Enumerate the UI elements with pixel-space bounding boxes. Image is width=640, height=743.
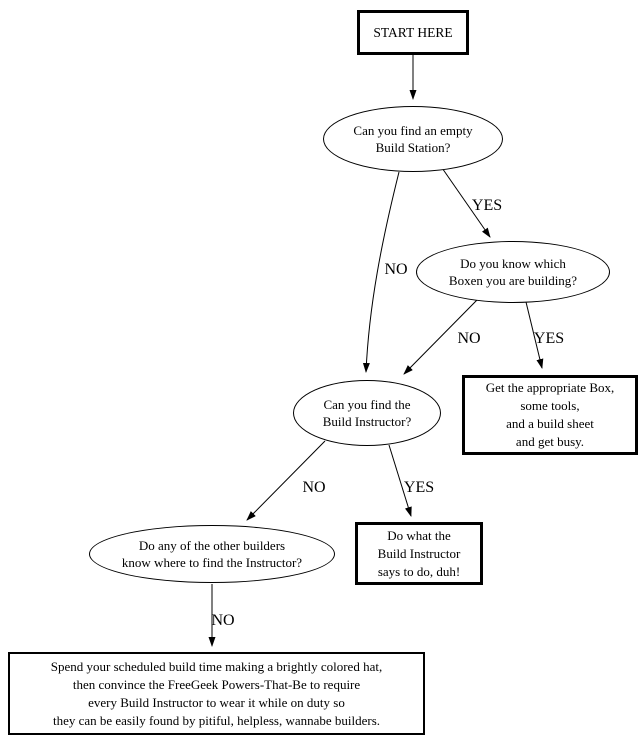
question-ask-other-builders: Do any of the other builders know where …: [89, 525, 335, 583]
question-find-instructor: Can you find the Build Instructor?: [293, 380, 441, 446]
edge-label-station-no: NO: [384, 261, 408, 278]
edge-instructor-yes-to-dowhat: [388, 444, 412, 517]
edge-station-no-to-instructor: [362, 171, 400, 373]
edge-boxen-no-to-instructor: [403, 299, 478, 375]
edge-label-builders-no: NO: [211, 612, 235, 629]
edge-label-boxen-yes: YES: [533, 330, 565, 347]
question-empty-build-station: Can you find an empty Build Station?: [323, 106, 503, 172]
action-do-what-instructor-says: Do what the Build Instructor says to do,…: [355, 522, 483, 585]
start-node: START HERE: [357, 10, 469, 55]
action-make-hat: Spend your scheduled build time making a…: [8, 652, 425, 735]
edge-label-instructor-no: NO: [302, 479, 326, 496]
action-get-box: Get the appropriate Box, some tools, and…: [462, 375, 638, 455]
edge-label-boxen-no: NO: [457, 330, 481, 347]
edge-boxen-yes-to-getbox: [525, 301, 544, 369]
edge-station-yes-to-boxen: [439, 164, 491, 238]
edge-instructor-no-to-builders: [246, 440, 326, 521]
edge-label-instructor-yes: YES: [403, 479, 435, 496]
edge-label-station-yes: YES: [471, 197, 503, 214]
question-know-boxen: Do you know which Boxen you are building…: [416, 241, 610, 303]
